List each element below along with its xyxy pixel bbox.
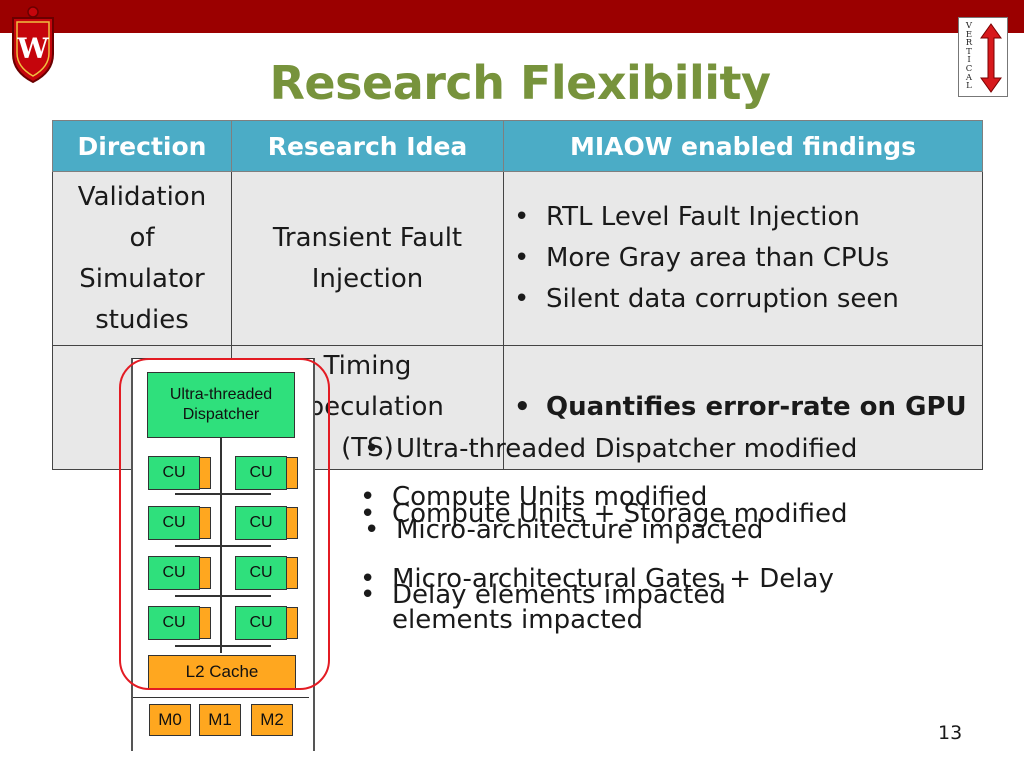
bullet-dot: •: [360, 564, 376, 594]
cu-storage-block: [199, 607, 211, 639]
annotation-cu-storage: Compute Units + Storage modified: [392, 499, 848, 529]
research-table: Direction Research Idea MIAOW enabled fi…: [52, 120, 983, 470]
annotation-delay: Delay elements impacted: [392, 580, 726, 610]
logo-letter: T: [966, 46, 972, 57]
finding-item: RTL Level Fault Injection: [514, 197, 982, 238]
compute-unit-block: CU: [148, 456, 200, 490]
annotation-dispatcher: Ultra-threaded Dispatcher modified: [396, 434, 858, 464]
cu-storage-block: [286, 557, 298, 589]
annotation-microarch: Micro-architecture impacted: [396, 515, 764, 545]
page-number: 13: [938, 722, 963, 744]
header-research-idea: Research Idea: [231, 120, 504, 172]
cu-storage-block: [199, 507, 211, 539]
bullet-dot: •: [360, 499, 376, 529]
finding-item: Quantifies error-rate on GPU: [514, 387, 982, 428]
header-direction: Direction: [52, 120, 232, 172]
slide-title: Research Flexibility: [269, 56, 772, 110]
compute-unit-block: CU: [235, 606, 287, 640]
compute-unit-block: CU: [148, 506, 200, 540]
connector-line: [175, 645, 271, 647]
dispatcher-block: Ultra-threaded Dispatcher: [147, 372, 295, 438]
connector-line: [133, 697, 309, 698]
compute-unit-block: CU: [235, 456, 287, 490]
top-bar: [0, 0, 1024, 33]
logo-letter: R: [965, 38, 973, 49]
memory-block: M1: [199, 704, 241, 736]
connector-line: [175, 595, 271, 597]
logo-letter: A: [965, 72, 973, 83]
memory-block: M2: [251, 704, 293, 736]
logo-letter: V: [965, 21, 973, 31]
row1-idea: Transient Fault Injection: [231, 171, 504, 346]
l2-cache-block: L2 Cache: [148, 655, 296, 689]
annotation-gates-line1: Micro-architectural Gates + Delay: [392, 564, 834, 594]
highlight-ring: [119, 358, 330, 690]
cu-storage-block: [199, 457, 211, 489]
compute-unit-block: CU: [148, 556, 200, 590]
compute-unit-block: CU: [235, 506, 287, 540]
bullet-dot: •: [364, 434, 380, 464]
row1-direction: Validation of Simulator studies: [52, 171, 232, 346]
memory-block: M0: [149, 704, 191, 736]
header-findings: MIAOW enabled findings: [503, 120, 983, 172]
compute-unit-block: CU: [235, 556, 287, 590]
row1-findings: RTL Level Fault Injection More Gray area…: [503, 171, 983, 346]
cu-storage-block: [286, 607, 298, 639]
annotation-gates-line2: elements impacted: [392, 605, 643, 635]
finding-item: Silent data corruption seen: [514, 279, 982, 320]
logo-letter: C: [965, 63, 973, 74]
bullet-dot: •: [364, 515, 380, 545]
bullet-dot: •: [360, 482, 376, 512]
compute-unit-block: CU: [148, 606, 200, 640]
finding-item: More Gray area than CPUs: [514, 238, 982, 279]
connector-line: [175, 493, 271, 495]
cu-storage-block: [199, 557, 211, 589]
connector-line: [175, 545, 271, 547]
university-crest-logo: W: [12, 6, 54, 84]
bullet-dot: •: [360, 580, 376, 610]
logo-letter: E: [965, 29, 973, 40]
row2-findings: Quantifies error-rate on GPU: [503, 345, 983, 470]
up-down-arrow-icon: [980, 23, 1002, 93]
gpu-architecture-diagram: Ultra-threaded Dispatcher CU CU CU CU CU…: [131, 358, 315, 751]
cu-storage-block: [286, 507, 298, 539]
logo-letter: I: [967, 55, 971, 66]
svg-text:W: W: [16, 32, 49, 65]
annotation-cu: Compute Units modified: [392, 482, 708, 512]
logo-letter: L: [966, 81, 972, 92]
cu-storage-block: [286, 457, 298, 489]
